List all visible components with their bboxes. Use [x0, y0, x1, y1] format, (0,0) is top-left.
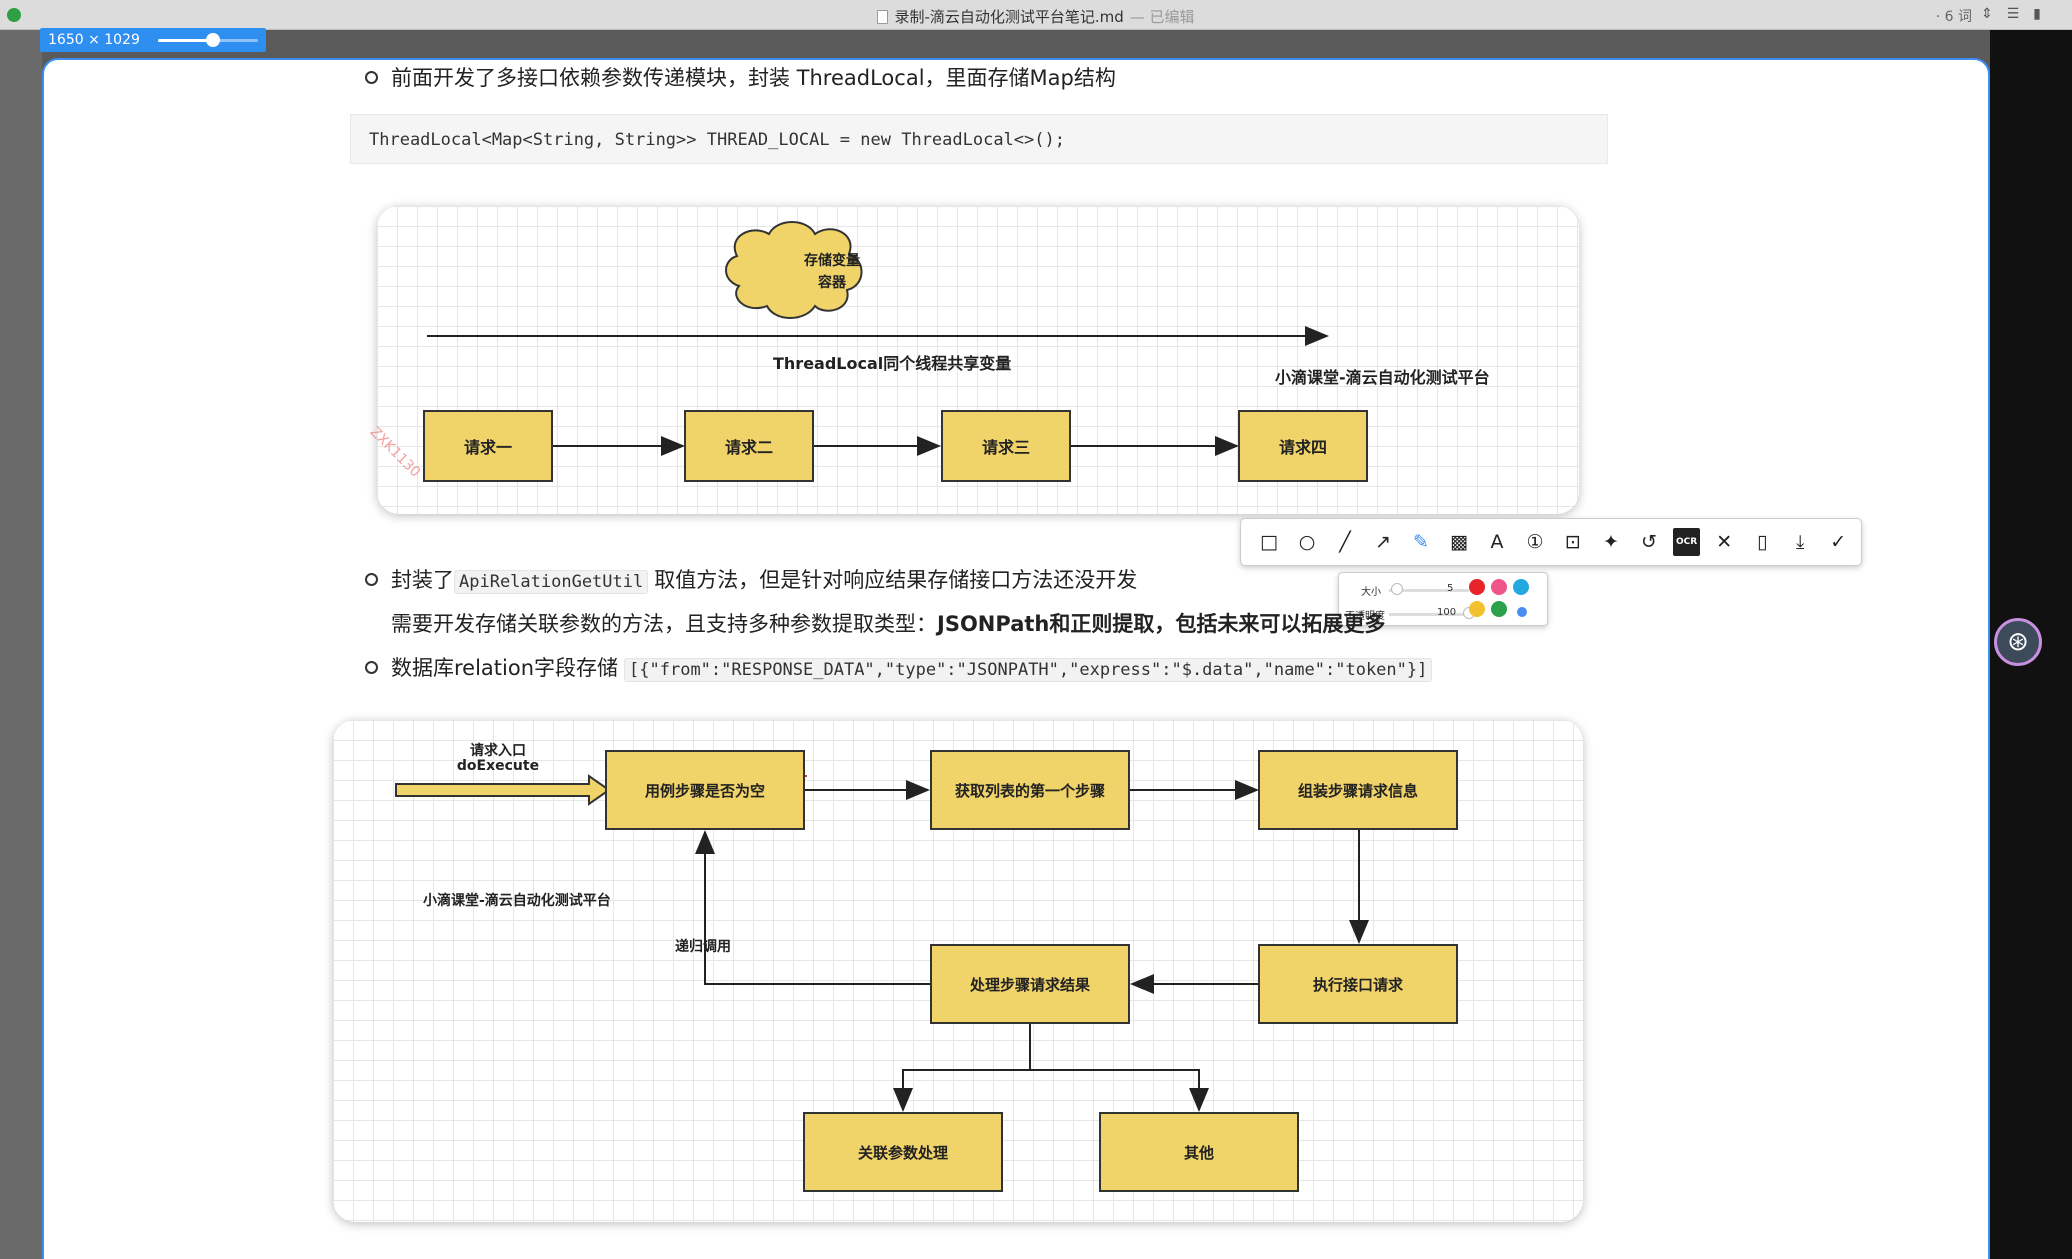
- arrow-label: ThreadLocal同个线程共享变量: [773, 354, 1012, 373]
- recursive-call-label: 递归调用: [675, 939, 731, 955]
- title-bar: 录制-滴云自动化测试平台笔记.md— 已编辑 · 6 词 ⇕ ☰ ▮: [0, 0, 2072, 30]
- arrow-icon[interactable]: ↗: [1375, 531, 1391, 553]
- assemble-request-box: 组装步骤请求信息: [1258, 750, 1458, 830]
- color-blue-swatch[interactable]: [1513, 579, 1529, 595]
- cloud-shape: [725, 221, 863, 319]
- size-setting-knob[interactable]: [1391, 583, 1403, 595]
- pencil-icon[interactable]: ✎: [1413, 531, 1429, 553]
- request-four-box: 请求四: [1238, 410, 1368, 482]
- threadlocal-diagram: 存储变量 容器 ThreadLocal同个线程共享变量 小滴课堂-滴云自动化测试…: [377, 206, 1579, 514]
- entry-arrow-shape: [395, 774, 611, 806]
- floating-assistant-icon[interactable]: ⊛: [1994, 618, 2042, 666]
- size-setting-label: 大小: [1361, 587, 1381, 598]
- circle-icon[interactable]: ○: [1298, 531, 1316, 553]
- request-one-box: 请求一: [423, 410, 553, 482]
- request-two-box: 请求二: [684, 410, 814, 482]
- inline-code-apirelation: ApiRelationGetUtil: [454, 570, 649, 594]
- window-close-dot[interactable]: [7, 8, 21, 22]
- left-background: [0, 30, 42, 1259]
- code-block[interactable]: ThreadLocal<Map<String, String>> THREAD_…: [350, 114, 1608, 164]
- download-icon[interactable]: ⤓: [1795, 531, 1805, 553]
- size-label: 1650 × 1029: [48, 32, 140, 48]
- confirm-icon[interactable]: ✓: [1830, 531, 1847, 553]
- pin-icon[interactable]: ✦: [1603, 531, 1619, 553]
- request-three-box: 请求三: [941, 410, 1071, 482]
- pencil-settings-popover: 大小 5 不透明度 100: [1338, 572, 1548, 626]
- mosaic-icon[interactable]: ▩: [1450, 531, 1468, 553]
- arrow-process-split: [893, 1024, 1031, 1112]
- bullet-extraction-types: 需要开发存储关联参数的方法，且支持多种参数提取类型：JSONPath和正则提取，…: [391, 608, 1391, 638]
- size-slider-knob[interactable]: [206, 33, 220, 47]
- sidebar-toggle-icon[interactable]: ▮: [2033, 6, 2041, 22]
- text-icon[interactable]: A: [1490, 531, 1504, 553]
- color-pink-swatch[interactable]: [1491, 579, 1507, 595]
- process-result-box: 处理步骤请求结果: [930, 944, 1130, 1024]
- execution-flow-diagram: 请求入口 doExecute 用例步骤是否为空 获取列表的第一个步骤 组装步骤请…: [333, 720, 1583, 1222]
- color-red-swatch[interactable]: [1469, 579, 1485, 595]
- size-slider-fill: [158, 39, 213, 42]
- capture-icon[interactable]: ⊡: [1565, 531, 1581, 553]
- rectangle-icon[interactable]: □: [1260, 531, 1278, 553]
- cloud-label-line1: 存储变量: [804, 253, 860, 269]
- trash-icon[interactable]: ▯: [1756, 531, 1768, 553]
- bullet-relation-field: 数据库relation字段存储[{"from":"RESPONSE_DATA",…: [364, 652, 1433, 682]
- entry-label-line1: 请求入口: [470, 743, 526, 759]
- cloud-label-line2: 容器: [818, 275, 846, 291]
- other-box: 其他: [1099, 1112, 1299, 1192]
- bullet-threadlocal: 前面开发了多接口依赖参数传递模块，封装 ThreadLocal，里面存储Map结…: [365, 62, 1116, 92]
- word-count: · 6 词: [1935, 9, 1972, 25]
- size-indicator[interactable]: 1650 × 1029: [40, 28, 266, 52]
- get-first-step-box: 获取列表的第一个步骤: [930, 750, 1130, 830]
- diagram2-brand: 小滴课堂-滴云自动化测试平台: [423, 893, 611, 909]
- ocr-icon[interactable]: OCR: [1673, 528, 1701, 556]
- entry-label-line2: doExecute: [456, 758, 540, 774]
- size-setting-slider[interactable]: [1389, 589, 1469, 592]
- arrow-recursive: [695, 830, 930, 985]
- close-icon[interactable]: ✕: [1716, 531, 1733, 553]
- line-icon[interactable]: ╱: [1339, 531, 1351, 553]
- document-icon: [877, 10, 889, 24]
- undo-icon[interactable]: ↺: [1641, 531, 1657, 553]
- inline-code-relation-json: [{"from":"RESPONSE_DATA","type":"JSONPAT…: [624, 658, 1433, 682]
- annotation-toolbar: □ ○ ╱ ↗ ✎ ▩ A ① ⊡ ✦ ↺ OCR ✕ ▯ ⤓ ✓: [1240, 518, 1862, 566]
- relation-param-box: 关联参数处理: [803, 1112, 1003, 1192]
- window-title: 录制-滴云自动化测试平台笔记.md— 已编辑: [0, 6, 2072, 27]
- size-setting-value: 5: [1447, 583, 1454, 594]
- diagram1-brand: 小滴课堂-滴云自动化测试平台: [1275, 368, 1490, 387]
- check-empty-box: 用例步骤是否为空: [605, 750, 805, 830]
- arrow-process-to-other: [1030, 1069, 1209, 1112]
- execute-request-box: 执行接口请求: [1258, 944, 1458, 1024]
- color-yellow-swatch[interactable]: [1469, 601, 1485, 617]
- outline-icon[interactable]: ☰: [2006, 6, 2020, 22]
- stepper-icon[interactable]: ⇕: [1981, 6, 1993, 22]
- opacity-setting-slider[interactable]: [1389, 613, 1469, 616]
- opacity-setting-value: 100: [1437, 607, 1457, 618]
- opacity-setting-label: 不透明度: [1345, 611, 1385, 622]
- threadlocal-diagram-lines: [427, 221, 1329, 456]
- color-custom-swatch[interactable]: [1517, 607, 1527, 617]
- color-green-swatch[interactable]: [1491, 601, 1507, 617]
- number-icon[interactable]: ①: [1526, 531, 1544, 553]
